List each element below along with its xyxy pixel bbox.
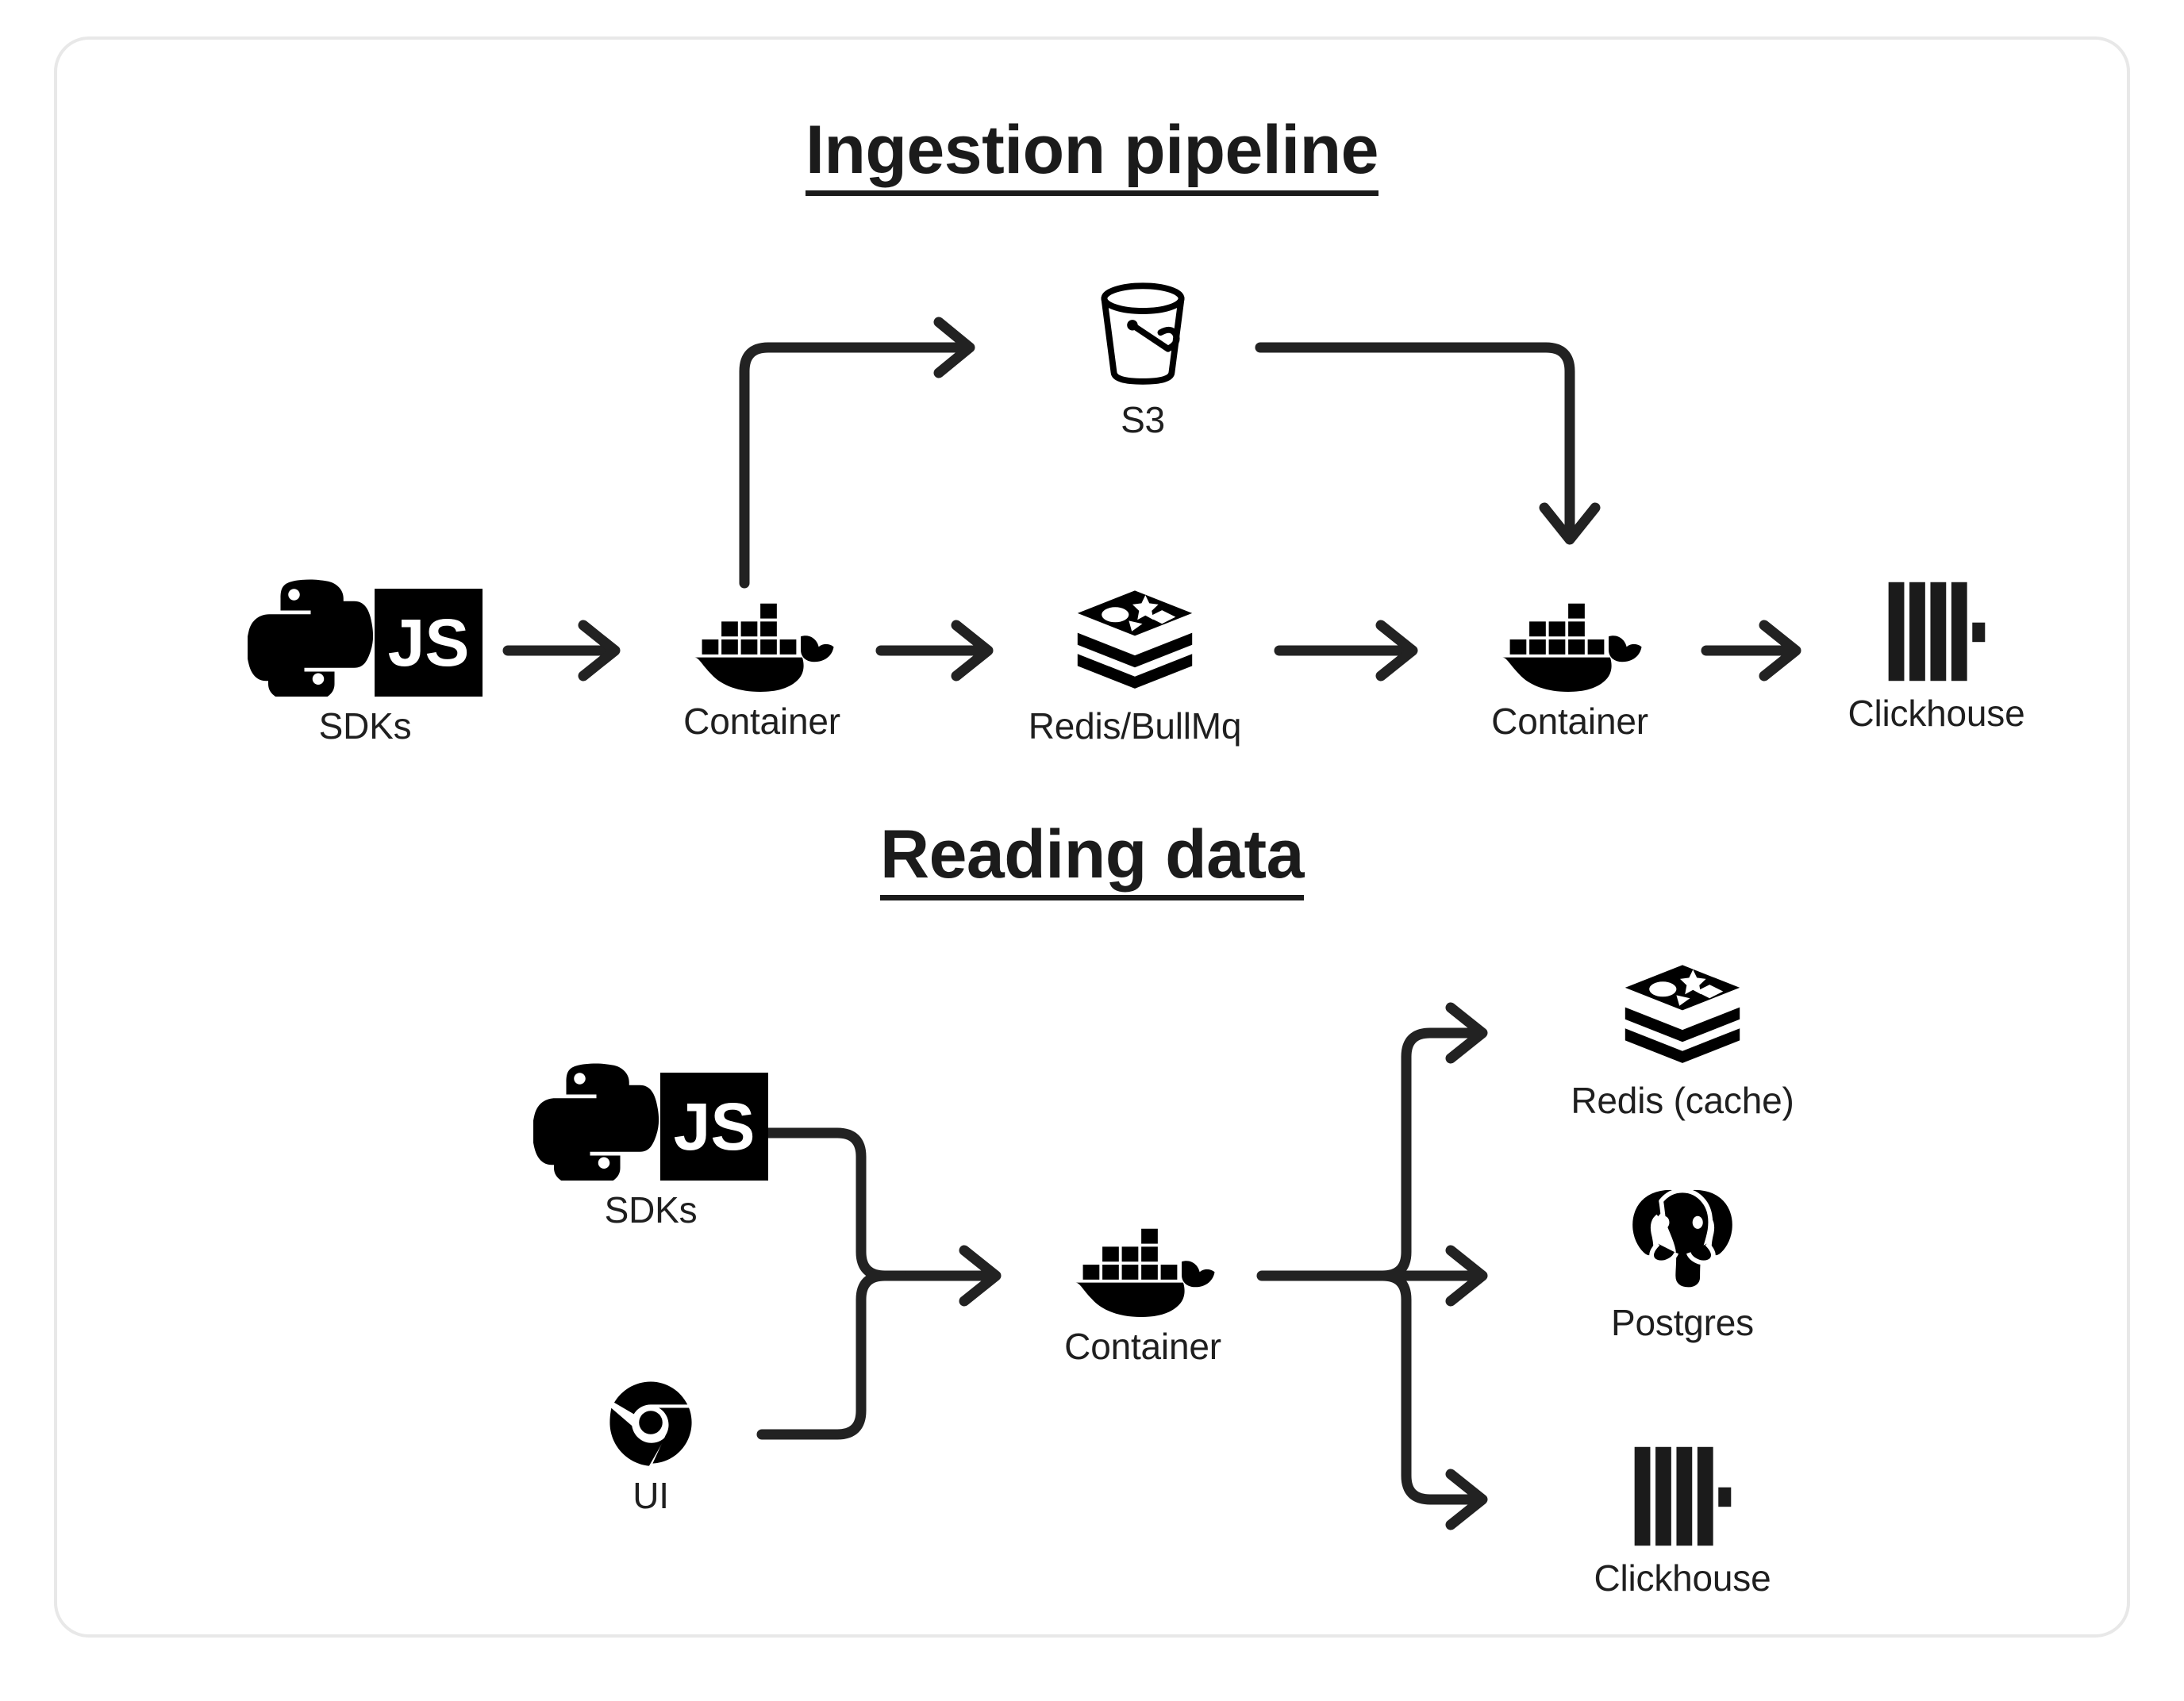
section-title-reading-text: Reading data	[880, 819, 1304, 901]
clickhouse-bars-icon	[1540, 1444, 1825, 1549]
docker-whale-glyph	[694, 603, 834, 692]
clickhouse-bars-icon	[1809, 579, 2063, 684]
node-label-s3: S3	[1121, 399, 1165, 440]
node-label-redis-bullmq: Redis/BullMq	[1028, 705, 1242, 747]
diagram-card	[54, 36, 2130, 1638]
javascript-logo-icon: JS	[660, 1073, 768, 1181]
chrome-browser-icon	[540, 1379, 762, 1466]
node-label-postgres: Postgres	[1611, 1302, 1754, 1343]
node-label-ui: UI	[633, 1475, 669, 1516]
python-js-sdk-icon: JS	[524, 1054, 778, 1181]
node-postgres[interactable]: Postgres	[1540, 1182, 1825, 1344]
node-label-sdks-read: SDKs	[604, 1189, 698, 1231]
js-label: JS	[673, 1089, 756, 1164]
js-label: JS	[387, 605, 470, 680]
docker-whale-icon	[1024, 1212, 1262, 1317]
redis-stack-glyph	[1077, 590, 1193, 689]
redis-stack-icon	[1524, 962, 1841, 1071]
node-clickhouse-read[interactable]: Clickhouse	[1540, 1444, 1825, 1599]
docker-whale-glyph	[1502, 603, 1642, 692]
node-label-sdks: SDKs	[318, 705, 412, 747]
node-sdks-read[interactable]: JS SDKs	[524, 1054, 778, 1231]
node-ui[interactable]: UI	[540, 1379, 762, 1517]
section-title-reading: Reading data	[0, 816, 2184, 901]
section-title-ingestion: Ingestion pipeline	[0, 111, 2184, 197]
node-sdks[interactable]: JS SDKs	[238, 570, 492, 747]
node-container-read[interactable]: Container	[1024, 1212, 1262, 1368]
python-js-sdk-icon: JS	[238, 570, 492, 697]
node-container-1[interactable]: Container	[643, 587, 881, 743]
clickhouse-bars-glyph	[1888, 582, 1986, 682]
s3-bucket-glyph	[1101, 282, 1185, 385]
chrome-logo-glyph	[609, 1381, 692, 1466]
node-label-container-read: Container	[1064, 1326, 1221, 1367]
postgres-elephant-icon	[1540, 1182, 1825, 1293]
node-label-clickhouse-ingestion: Clickhouse	[1848, 693, 2025, 734]
node-label-container-2: Container	[1491, 701, 1648, 742]
node-container-2[interactable]: Container	[1451, 587, 1689, 743]
python-logo-icon	[248, 579, 374, 697]
s3-bucket-icon	[1024, 278, 1262, 390]
redis-stack-glyph	[1625, 965, 1740, 1063]
postgres-elephant-glyph	[1628, 1185, 1737, 1292]
node-label-container-1: Container	[683, 701, 840, 742]
docker-whale-icon	[643, 587, 881, 692]
clickhouse-bars-glyph	[1634, 1446, 1732, 1546]
docker-whale-icon	[1451, 587, 1689, 692]
node-redis-bullmq[interactable]: Redis/BullMq	[1016, 587, 1254, 747]
node-label-redis-cache: Redis (cache)	[1571, 1080, 1794, 1121]
node-label-clickhouse-read: Clickhouse	[1594, 1557, 1771, 1599]
docker-whale-glyph	[1075, 1228, 1215, 1317]
node-s3[interactable]: S3	[1024, 278, 1262, 441]
javascript-logo-icon: JS	[375, 589, 483, 697]
python-logo-icon	[533, 1063, 659, 1181]
section-title-ingestion-text: Ingestion pipeline	[805, 114, 1379, 197]
redis-stack-icon	[1016, 587, 1254, 697]
node-clickhouse-ingestion[interactable]: Clickhouse	[1809, 579, 2063, 735]
node-redis-cache[interactable]: Redis (cache)	[1524, 962, 1841, 1122]
